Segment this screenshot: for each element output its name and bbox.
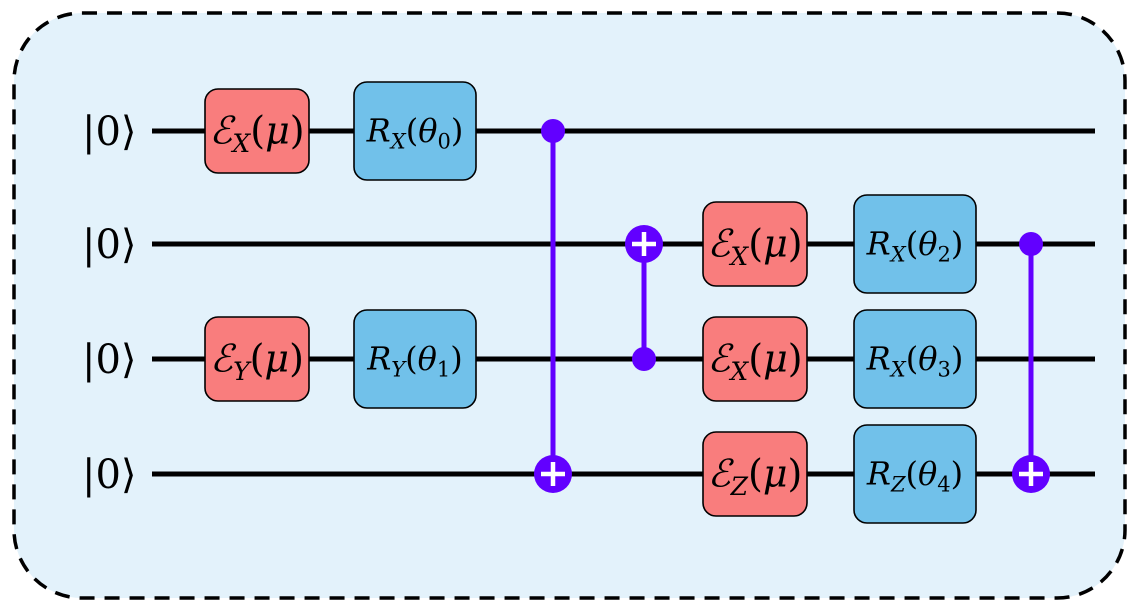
gate-argument: θ [418, 340, 437, 378]
gate-box [853, 424, 977, 524]
gate-paren-close: ) [290, 109, 305, 153]
qubit-label-1: |0⟩ [82, 222, 137, 268]
gate-paren-close: ) [788, 452, 803, 496]
gate-paren-close: ) [951, 340, 963, 378]
gate-argument: μ [264, 337, 289, 381]
gate-paren-open: ( [906, 455, 918, 493]
cnot-target [534, 455, 572, 493]
gate-label: RX(θ0) [366, 112, 464, 154]
gate-subscript: Y [233, 357, 252, 386]
gate-symbol: R [366, 340, 391, 378]
gate-argument: μ [763, 222, 788, 266]
rotation-gate: RZ(θ4) [853, 424, 977, 524]
gate-paren-open: ( [748, 452, 763, 496]
gate-label: ℰX(μ) [707, 222, 802, 271]
gate-label: RY(θ1) [366, 340, 463, 382]
gate-paren-open: ( [250, 109, 265, 153]
rotation-gate: RX(θ0) [353, 81, 477, 181]
gate-argument: θ [918, 225, 937, 263]
qubit-label-2: |0⟩ [82, 337, 137, 383]
cnot-control-dot [1019, 232, 1043, 256]
gate-subscript: X [389, 130, 407, 154]
gate-label: RX(θ2) [866, 225, 964, 267]
gate-argument: θ [918, 340, 937, 378]
noise-gate: ℰX(μ) [702, 316, 808, 402]
gate-box [853, 194, 977, 294]
gate-paren-open: ( [250, 337, 265, 381]
qubit-label-3: |0⟩ [82, 452, 137, 498]
cnot-control-dot [632, 347, 656, 371]
cnot-gate [534, 119, 572, 493]
gate-box [853, 309, 977, 409]
gate-symbol: ℰ [707, 337, 734, 381]
gate-symbol: R [866, 455, 891, 493]
cnot-target [1012, 455, 1050, 493]
gate-paren-open: ( [406, 112, 418, 150]
gate-paren-close: ) [788, 222, 803, 266]
gate-label: RX(θ3) [866, 340, 964, 382]
gate-symbol: R [866, 340, 891, 378]
gate-subscript: Y [391, 358, 407, 382]
noise-gate: ℰX(μ) [204, 88, 310, 174]
gate-paren-open: ( [748, 222, 763, 266]
noise-gate: ℰZ(μ) [702, 431, 808, 517]
gate-box [353, 309, 477, 409]
gate-box [702, 201, 808, 287]
gate-label: ℰZ(μ) [708, 452, 803, 501]
gate-argument-subscript: 0 [437, 130, 450, 154]
gate-subscript: X [889, 358, 907, 382]
gate-subscript: X [889, 243, 907, 267]
gate-symbol: ℰ [210, 337, 237, 381]
gate-symbol: R [866, 225, 891, 263]
noise-gate: ℰY(μ) [204, 316, 310, 402]
gate-subscript: Z [730, 472, 749, 501]
gate-label: ℰY(μ) [210, 337, 304, 386]
cnot-control-dot [541, 119, 565, 143]
gate-symbol: R [366, 112, 391, 150]
gate-box [353, 81, 477, 181]
gate-paren-open: ( [405, 340, 417, 378]
cnot-gate [1012, 232, 1050, 493]
noise-gate: ℰX(μ) [702, 201, 808, 287]
gate-argument-subscript: 3 [937, 358, 950, 382]
gate-argument: μ [265, 109, 290, 153]
gate-paren-open: ( [906, 225, 918, 263]
gate-box [702, 316, 808, 402]
gate-argument-subscript: 1 [437, 358, 450, 382]
gate-subscript: Z [890, 473, 906, 497]
gate-argument: θ [418, 112, 437, 150]
gate-paren-open: ( [906, 340, 918, 378]
cnot-gate [625, 225, 663, 371]
gate-box [204, 316, 310, 402]
gate-symbol: ℰ [707, 222, 734, 266]
gate-symbol: ℰ [209, 109, 236, 153]
gate-argument-subscript: 4 [937, 473, 950, 497]
qubit-label-0: |0⟩ [82, 109, 137, 155]
cnot-target [625, 225, 663, 263]
gate-argument: θ [918, 455, 937, 493]
rotation-gate: RX(θ3) [853, 309, 977, 409]
gate-label: ℰX(μ) [707, 337, 802, 386]
gate-symbol: ℰ [708, 452, 735, 496]
gate-paren-close: ) [788, 337, 803, 381]
gate-paren-close: ) [951, 225, 963, 263]
gate-argument: μ [763, 337, 788, 381]
gate-paren-open: ( [748, 337, 763, 381]
rotation-gate: RY(θ1) [353, 309, 477, 409]
gate-paren-close: ) [289, 337, 304, 381]
gate-argument-subscript: 2 [937, 243, 950, 267]
gate-label: ℰX(μ) [209, 109, 304, 158]
gate-paren-close: ) [450, 340, 462, 378]
gate-box [702, 431, 808, 517]
gate-subscript: X [230, 129, 251, 158]
gate-label: RZ(θ4) [866, 455, 963, 497]
rotation-gate: RX(θ2) [853, 194, 977, 294]
gate-subscript: X [728, 357, 749, 386]
gate-paren-close: ) [951, 455, 963, 493]
gate-argument: μ [763, 452, 788, 496]
gate-box [204, 88, 310, 174]
gate-subscript: X [728, 242, 749, 271]
gate-paren-close: ) [451, 112, 463, 150]
